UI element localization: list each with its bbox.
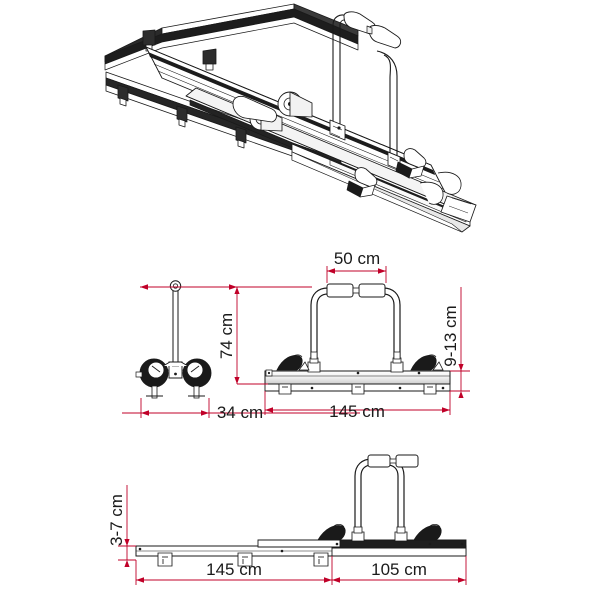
iso-carrier-bars xyxy=(145,46,477,233)
bottom-view-bike-holders xyxy=(317,524,442,541)
dimension-label-145cm: 145 cm xyxy=(329,402,385,421)
front-view xyxy=(135,280,212,399)
dimension-lines-middle xyxy=(122,266,470,418)
iso-wheel-holders xyxy=(232,91,313,132)
side-view-handle-arch xyxy=(307,283,404,373)
isometric-view xyxy=(104,3,477,233)
front-view-clamp-left xyxy=(135,358,169,399)
side-view-bike-holders xyxy=(276,354,444,371)
front-view-clamp-right xyxy=(182,358,212,399)
side-view-dimensioned xyxy=(264,283,451,395)
iso-bike-clamps xyxy=(346,148,427,198)
dimension-label-74cm: 74 cm xyxy=(217,313,236,359)
dimension-label-34cm: 34 cm xyxy=(217,403,263,422)
dimension-label-50cm: 50 cm xyxy=(334,249,380,268)
bottom-side-view xyxy=(135,454,467,567)
dimension-label-9-13cm: 9-13 cm xyxy=(441,305,460,366)
iso-rear-rail xyxy=(104,3,359,71)
dimension-lines-bottom xyxy=(118,485,467,585)
dimension-label-105cm: 105 cm xyxy=(371,560,427,579)
dimension-label-145cm-bottom: 145 cm xyxy=(206,560,262,579)
dimension-label-3-7cm: 3-7 cm xyxy=(107,494,126,546)
bottom-view-handle-arch xyxy=(351,454,419,542)
